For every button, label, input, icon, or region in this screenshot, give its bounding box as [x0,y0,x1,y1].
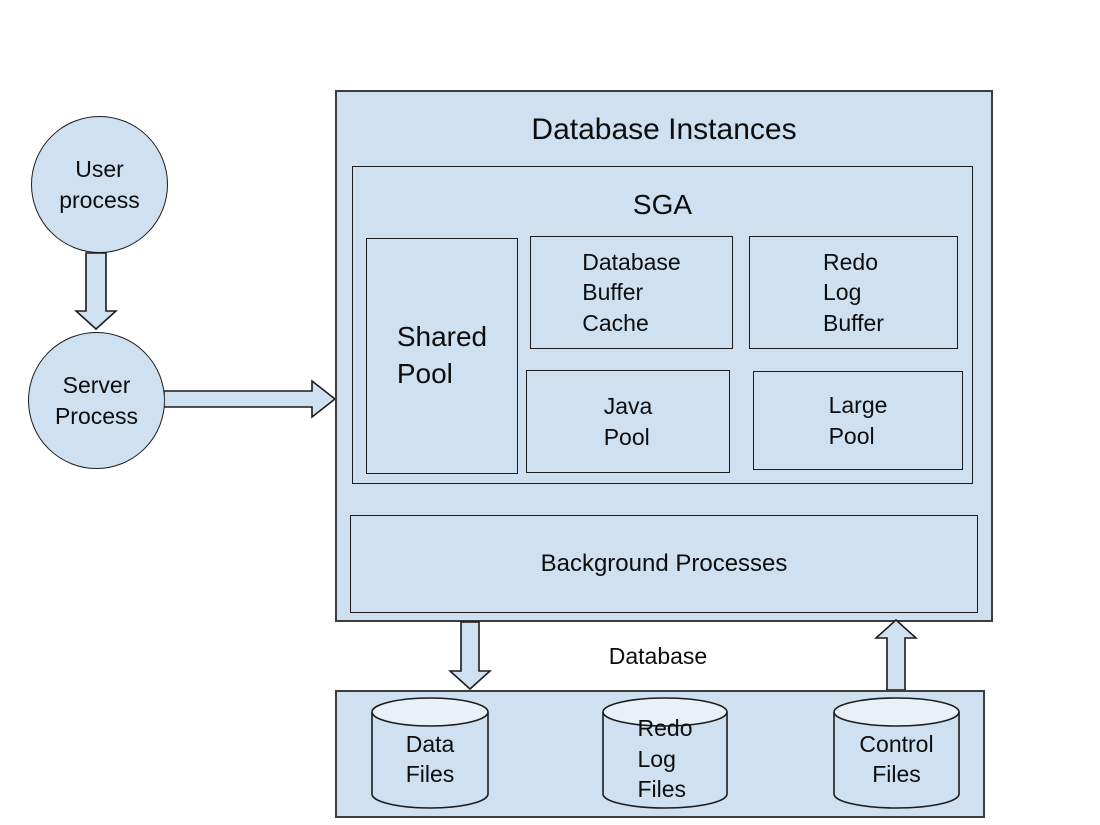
arrow-user-to-server [74,252,118,331]
data-files-label: Data Files [405,730,455,787]
large-pool-label: Large Pool [828,392,888,449]
cylinder-shape [371,697,489,809]
database-section-label: Database [608,643,708,669]
user-process-label: User process [59,156,140,213]
user-process-node: User process [31,116,168,253]
shared-pool-box: Shared Pool [366,238,518,474]
server-process-label: Server Process [54,372,139,429]
arrow-instance-to-database [448,621,492,691]
database-buffer-cache-label: Database Buffer Cache [582,248,681,336]
redo-log-files-label: Redo Log Files [637,715,693,803]
arrow-server-to-instance [164,379,337,419]
shared-pool-label: Shared Pool [396,321,488,389]
server-process-node: Server Process [28,332,165,469]
redo-log-buffer-box: Redo Log Buffer [749,236,958,349]
background-processes-box: Background Processes [350,515,978,613]
large-pool-box: Large Pool [753,371,963,470]
database-instances-title: Database Instances [531,113,797,146]
sga-title: SGA [632,189,693,220]
arrow-database-to-instance [874,619,918,691]
cylinder-shape [833,697,960,809]
java-pool-box: Java Pool [526,370,730,473]
database-buffer-cache-box: Database Buffer Cache [530,236,733,349]
redo-log-files-cylinder: Redo Log Files [602,697,728,809]
redo-log-buffer-label: Redo Log Buffer [823,248,884,336]
control-files-cylinder: Control Files [833,697,960,809]
control-files-label: Control Files [859,730,934,787]
cylinder-shape [602,697,728,809]
java-pool-label: Java Pool [603,393,653,450]
data-files-cylinder: Data Files [371,697,489,809]
background-processes-label: Background Processes [540,550,788,578]
